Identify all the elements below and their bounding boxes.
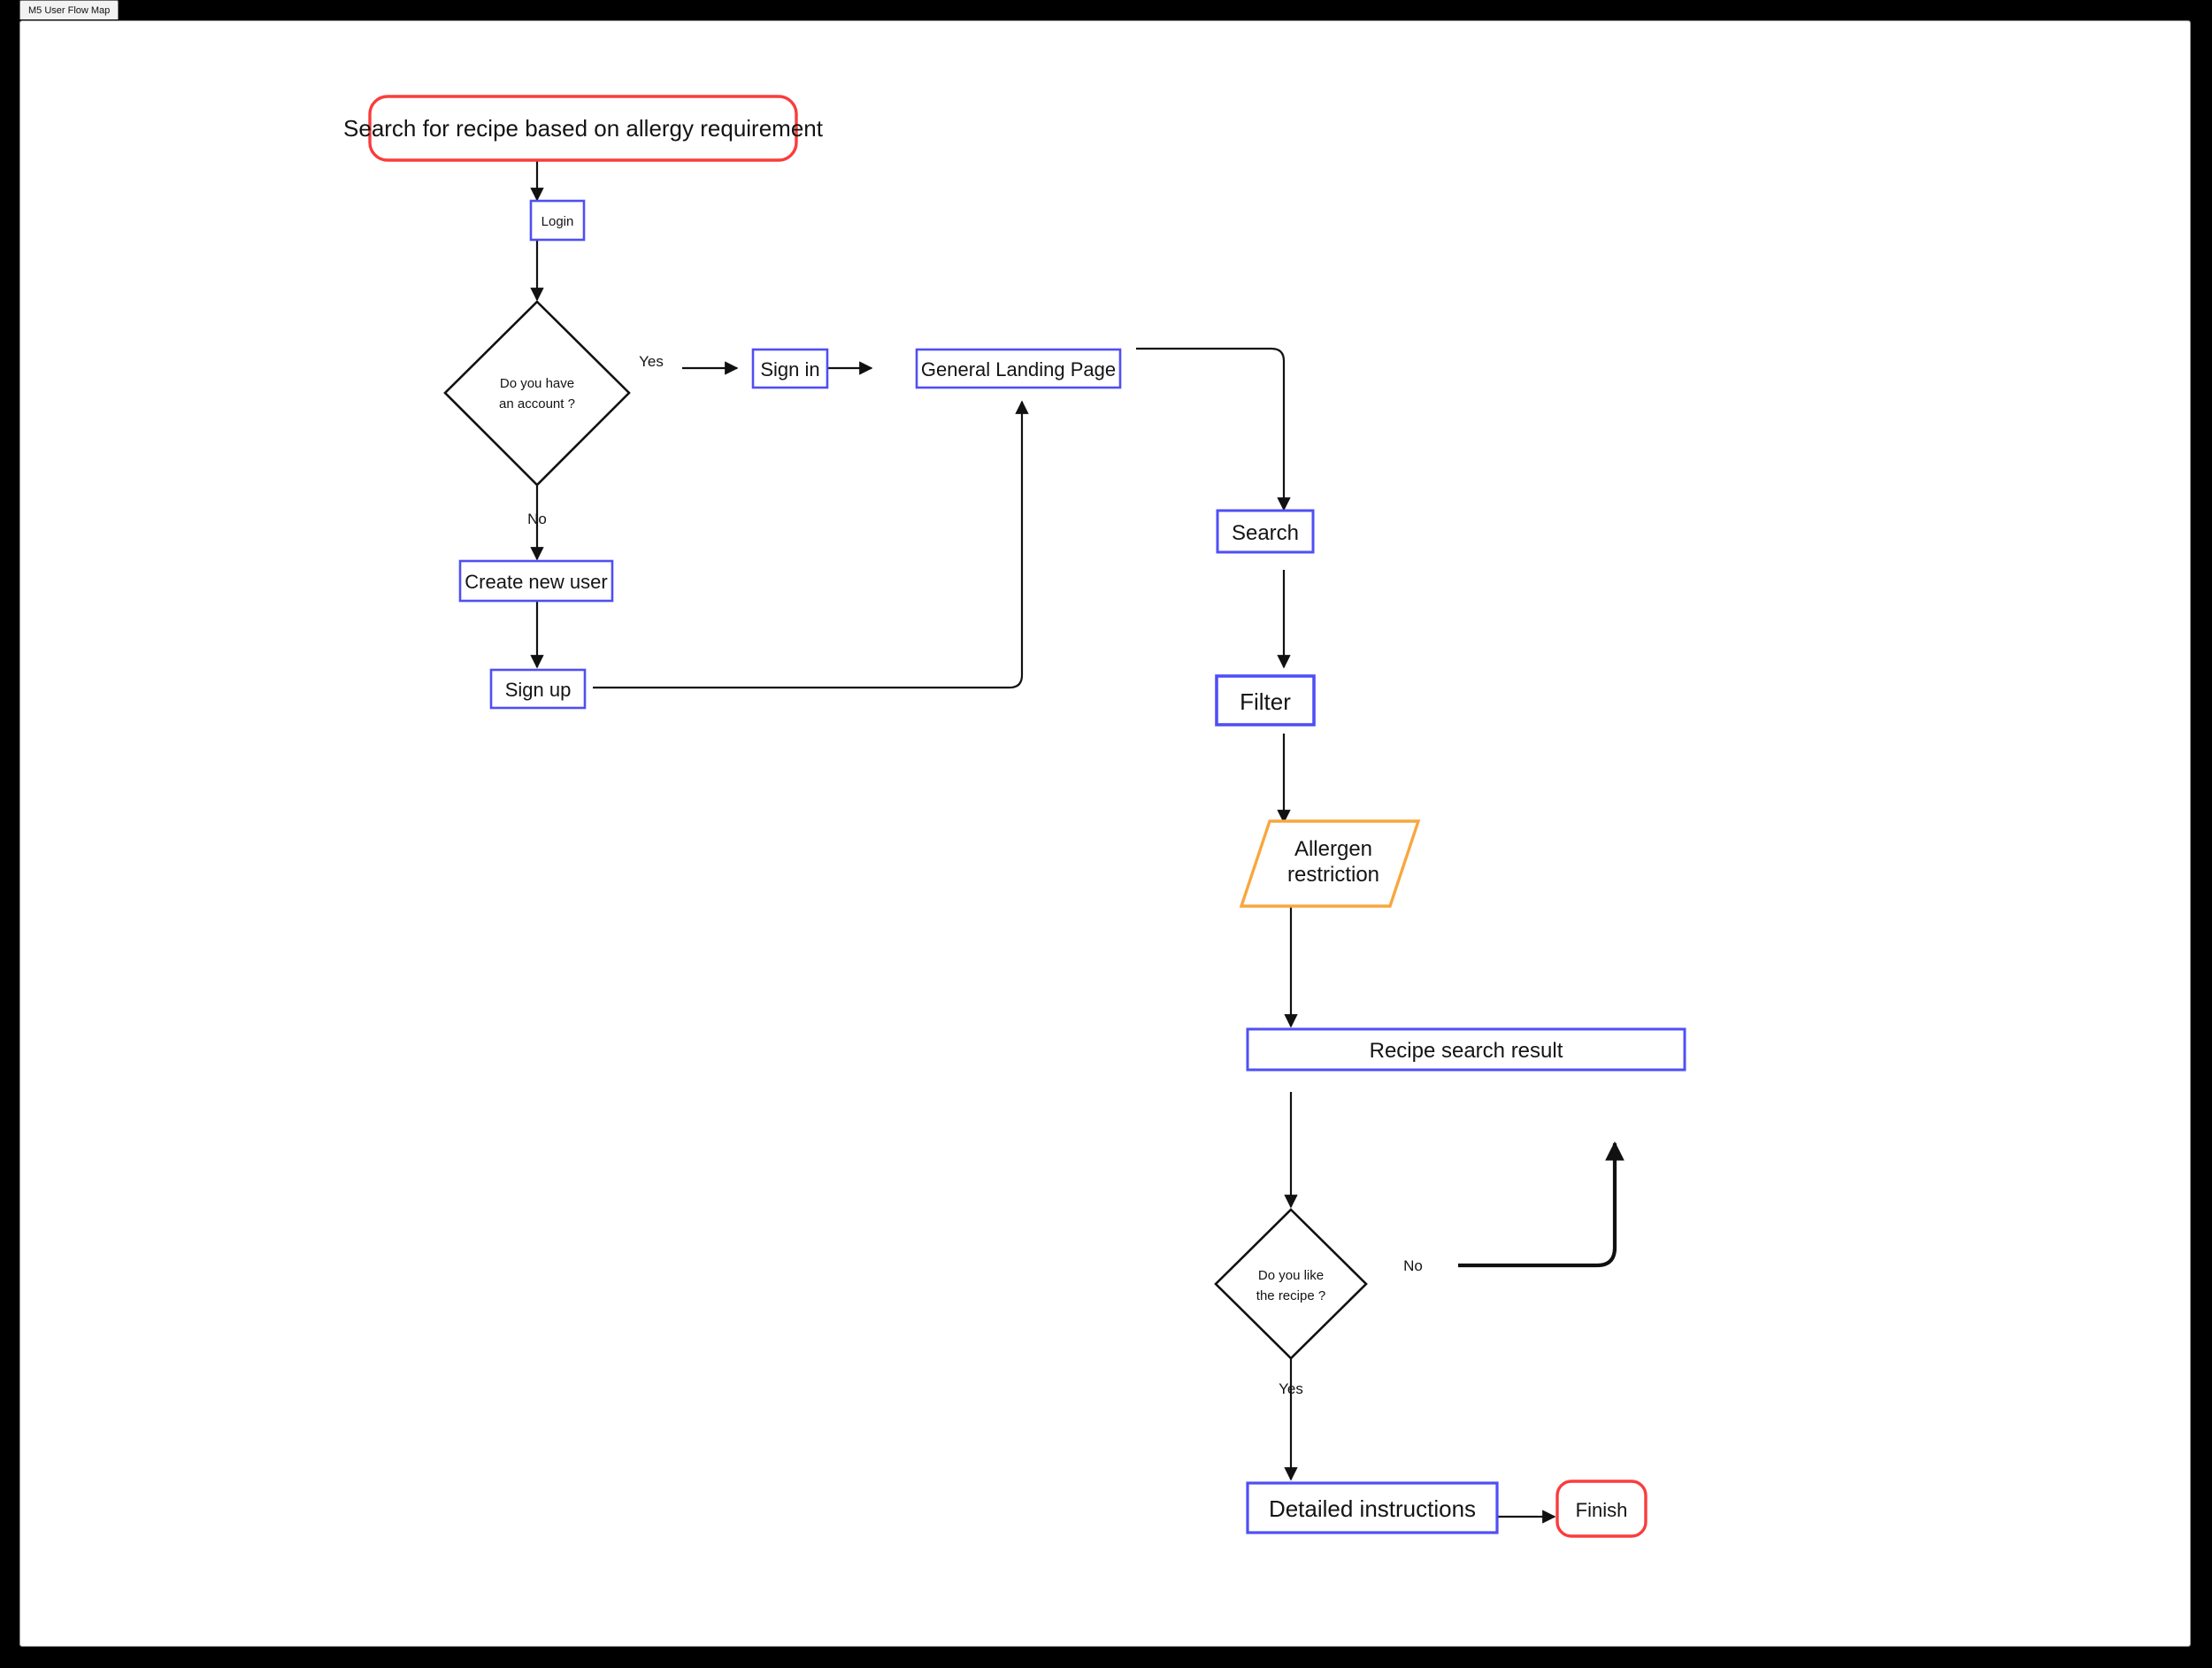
has-account-shape (443, 300, 631, 487)
node-sign-up[interactable]: Sign up (489, 668, 587, 710)
landing-label: General Landing Page (921, 358, 1116, 380)
create-user-shape (458, 559, 614, 603)
sign-up-label: Sign up (505, 679, 572, 701)
tab-m5-user-flow-map[interactable]: M5 User Flow Map (19, 0, 119, 19)
instructions-shape (1246, 1481, 1499, 1534)
finish-shape (1555, 1480, 1647, 1538)
edge-label-no-like-recipe: No (1403, 1257, 1423, 1274)
edge-sign-up-to-landing (593, 400, 1029, 689)
start-shape (368, 95, 798, 162)
start-label: Search for recipe based on allergy requi… (343, 115, 824, 142)
node-search[interactable]: Search (1216, 509, 1315, 554)
landing-shape (915, 348, 1122, 389)
like-recipe-label-line1: Do you like (1258, 1268, 1324, 1283)
like-recipe-shape (1214, 1208, 1368, 1360)
node-allergen-restriction[interactable]: Allergen restriction (1239, 819, 1421, 908)
instructions-label: Detailed instructions (1269, 1495, 1476, 1522)
node-create-new-user[interactable]: Create new user (458, 559, 614, 603)
node-sign-in[interactable]: Sign in (751, 348, 829, 389)
connectors (530, 132, 1624, 1524)
node-like-recipe[interactable]: Do you like the recipe ? (1214, 1208, 1368, 1360)
edge-labels: Yes No No Yes (527, 353, 1423, 1397)
flowchart-svg: Yes No No Yes Search for recipe based on… (343, 95, 1686, 1538)
allergen-label-line1: Allergen (1294, 837, 1372, 861)
node-has-account[interactable]: Do you have an account ? (443, 300, 631, 487)
has-account-label-line2: an account ? (499, 396, 575, 411)
edge-like-recipe-no-to-results (1458, 1141, 1624, 1268)
filter-shape (1215, 674, 1316, 726)
results-label: Recipe search result (1370, 1039, 1563, 1063)
like-recipe-label-line2: the recipe ? (1256, 1288, 1325, 1303)
edge-label-yes-has-account: Yes (639, 353, 664, 370)
edge-label-no-has-account: No (527, 511, 547, 527)
edge-label-yes-like-recipe: Yes (1279, 1380, 1303, 1397)
search-shape (1216, 509, 1315, 554)
sign-in-shape (751, 348, 829, 389)
allergen-label-line2: restriction (1287, 863, 1379, 887)
node-filter[interactable]: Filter (1215, 674, 1316, 726)
diagram-canvas[interactable]: Yes No No Yes Search for recipe based on… (19, 20, 2191, 1647)
node-start[interactable]: Search for recipe based on allergy requi… (343, 95, 824, 162)
node-finish[interactable]: Finish (1555, 1480, 1647, 1538)
login-label: Login (541, 214, 574, 229)
login-shape (529, 199, 586, 242)
tab-bar: M5 User Flow Map (19, 0, 119, 21)
sign-up-shape (489, 668, 587, 710)
finish-label: Finish (1576, 1499, 1628, 1521)
node-general-landing-page[interactable]: General Landing Page (915, 348, 1122, 389)
allergen-shape (1239, 819, 1421, 908)
search-label: Search (1232, 521, 1299, 545)
node-detailed-instructions[interactable]: Detailed instructions (1246, 1481, 1499, 1534)
node-login[interactable]: Login (529, 199, 586, 242)
node-recipe-search-result[interactable]: Recipe search result (1246, 1027, 1686, 1072)
has-account-label-line1: Do you have (500, 376, 574, 391)
create-user-label: Create new user (465, 571, 607, 593)
results-shape (1246, 1027, 1686, 1072)
sign-in-label: Sign in (760, 358, 819, 380)
canvas-inner: Yes No No Yes Search for recipe based on… (20, 21, 2190, 1646)
edge-landing-to-search (1136, 347, 1291, 511)
filter-label: Filter (1240, 688, 1291, 715)
